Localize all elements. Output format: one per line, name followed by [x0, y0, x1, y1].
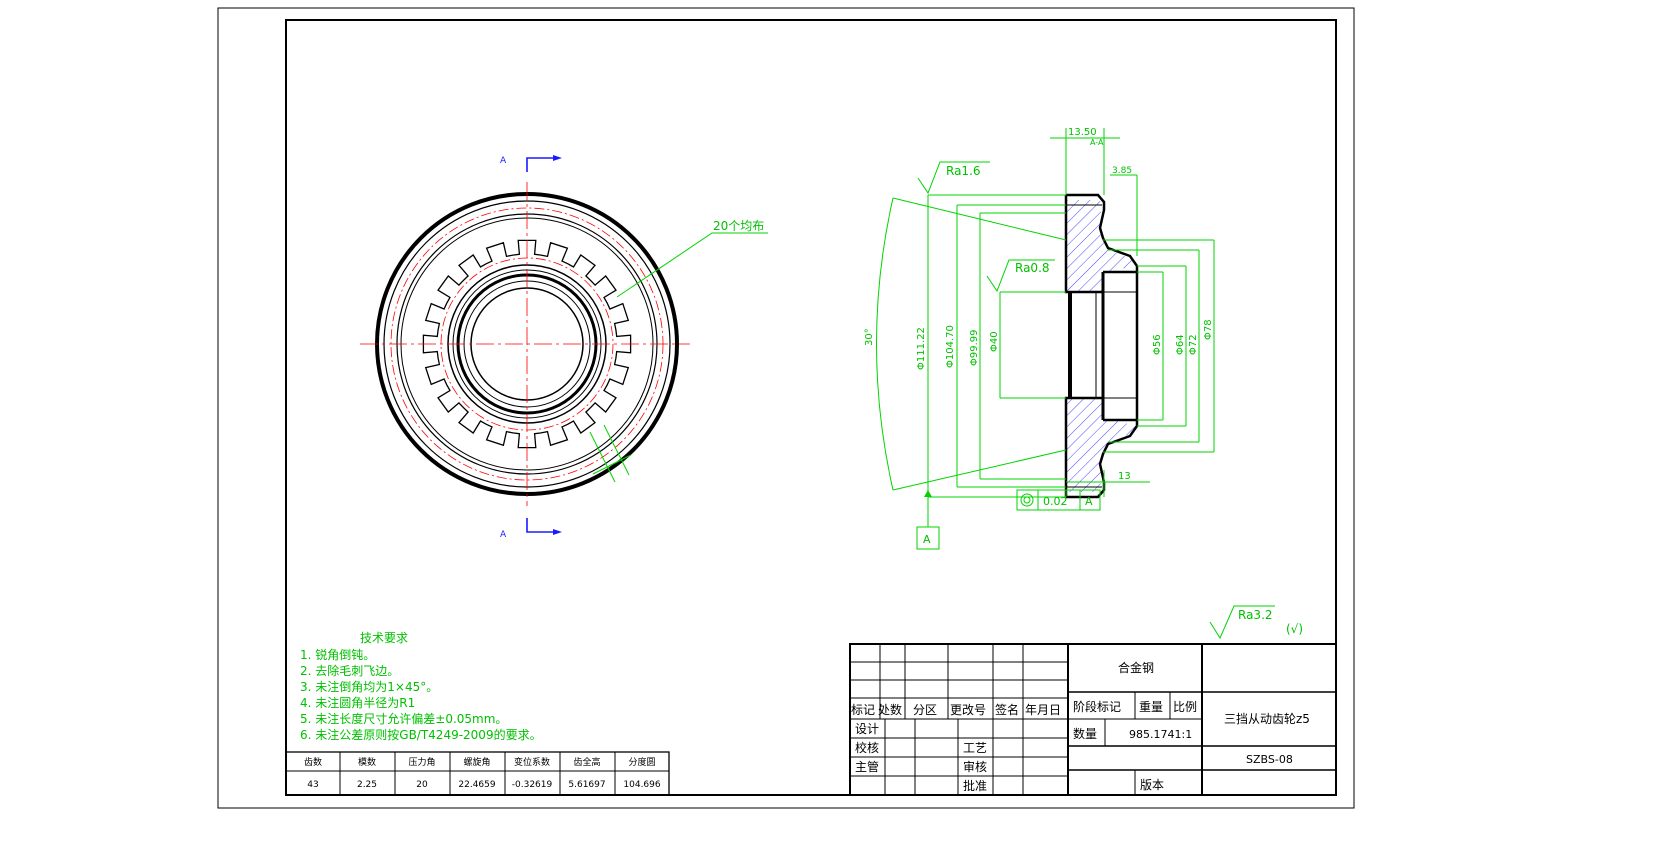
rev-sign: 签名 — [995, 702, 1019, 717]
angle-label: 30° — [864, 328, 875, 346]
role-process: 工艺 — [963, 741, 987, 755]
spline-teeth — [422, 239, 632, 449]
general-roughness: Ra3.2 (√) — [1209, 605, 1303, 640]
drawing-number: SZBS-08 — [1246, 753, 1293, 766]
datum-box — [916, 526, 940, 550]
roughness-ra16: Ra1.6 — [946, 164, 981, 178]
front-view: 20个均布 — [360, 182, 768, 506]
dim-chamfer: 3.85 — [1112, 166, 1132, 176]
gear-td-helix: 22.4659 — [458, 780, 495, 790]
roughness-ra32: Ra3.2 — [1238, 608, 1273, 622]
tech-item-3: 3. 未注倒角均为1×45°。 — [300, 679, 438, 694]
rev-count: 处数 — [878, 702, 902, 717]
section-mark-top: A — [500, 155, 562, 172]
tech-item-4: 4. 未注圆角半径为R1 — [300, 695, 415, 710]
gear-td-module: 2.25 — [357, 780, 377, 790]
dia-72: Φ72 — [1188, 334, 1199, 355]
weight-label: 重量 — [1139, 700, 1163, 714]
gear-th-teeth: 齿数 — [304, 756, 322, 768]
gear-td-pressure: 20 — [416, 780, 428, 790]
rev-change: 更改号 — [950, 703, 986, 717]
version-label: 版本 — [1140, 778, 1164, 792]
teeth-callout: 20个均布 — [713, 219, 764, 233]
dia-99: Φ99.99 — [969, 330, 980, 367]
side-view — [1064, 193, 1139, 499]
rev-mark: 标记 — [851, 703, 875, 717]
stage-mark: 阶段标记 — [1073, 699, 1121, 714]
dim-13: 13 — [1118, 471, 1131, 482]
gear-th-helix: 螺旋角 — [463, 756, 490, 768]
dim-width: 13.50 — [1068, 127, 1097, 138]
datum-label: A — [923, 533, 931, 546]
quantity-label: 数量 — [1073, 726, 1097, 741]
role-review: 审核 — [963, 759, 987, 774]
gear-th-pitch: 分度圆 — [628, 756, 655, 768]
roughness-ra08: Ra0.8 — [1015, 261, 1050, 275]
tech-item-6: 6. 未注公差原则按GB/T4249-2009的要求。 — [300, 727, 542, 742]
tolerance-value: 0.02 — [1043, 495, 1068, 508]
callout-leader — [616, 232, 768, 298]
section-title: A-A — [1090, 138, 1104, 147]
scale-label: 比例 — [1173, 700, 1197, 714]
part-name: 三挡从动齿轮z5 — [1224, 712, 1310, 726]
gear-td-height: 5.61697 — [568, 780, 605, 790]
tech-title: 技术要求 — [360, 631, 408, 645]
gear-th-pressure: 压力角 — [408, 756, 435, 768]
tech-item-5: 5. 未注长度尺寸允许偏差±0.05mm。 — [300, 711, 507, 726]
tolerance-frame — [1016, 489, 1101, 511]
side-dimensions: 13.50 A-A 3.85 Ra1.6 Ra0.8 30° Φ111.22 Φ… — [864, 127, 1215, 550]
rev-date: 年月日 — [1025, 703, 1061, 717]
section-mark-bottom: A — [500, 518, 562, 540]
dia-64: Φ64 — [1175, 334, 1186, 355]
tech-item-2: 2. 去除毛刺飞边。 — [300, 663, 399, 678]
dia-78: Φ78 — [1203, 319, 1214, 340]
role-approve: 批准 — [963, 778, 987, 793]
dia-111: Φ111.22 — [916, 327, 927, 370]
role-check: 校核 — [855, 740, 879, 755]
section-label-top: A — [500, 156, 507, 166]
role-design: 设计 — [855, 722, 879, 736]
gear-table: 齿数 模数 压力角 螺旋角 变位系数 齿全高 分度圆 43 2.25 20 22… — [285, 751, 670, 796]
gear-td-teeth: 43 — [307, 780, 318, 790]
gear-td-shift: -0.32619 — [512, 780, 553, 790]
dia-56: Φ56 — [1152, 334, 1163, 355]
roughness-note: (√) — [1286, 622, 1303, 636]
section-label-bottom: A — [500, 530, 507, 540]
gear-th-shift: 变位系数 — [514, 756, 550, 768]
gear-td-pitch: 104.696 — [623, 780, 660, 790]
role-supervisor: 主管 — [855, 759, 879, 774]
outer-border — [217, 7, 1355, 809]
dia-40: Φ40 — [989, 331, 1000, 352]
tech-requirements: 技术要求 1. 锐角倒钝。 2. 去除毛刺飞边。 3. 未注倒角均为1×45°。… — [300, 631, 542, 742]
title-block: 标记 处数 分区 更改号 签名 年月日 设计 校核 主管 工艺 审核 批准 合金… — [849, 643, 1337, 796]
tech-item-1: 1. 锐角倒钝。 — [300, 648, 375, 662]
gear-th-height: 齿全高 — [573, 756, 600, 768]
material: 合金钢 — [1118, 660, 1154, 675]
tolerance-datum: A — [1085, 495, 1093, 508]
dia-104: Φ104.70 — [945, 325, 956, 368]
weight-scale-value: 985.1741:1 — [1129, 728, 1192, 741]
inner-border — [285, 19, 1337, 796]
rev-zone: 分区 — [913, 703, 937, 717]
gear-th-module: 模数 — [358, 756, 376, 768]
